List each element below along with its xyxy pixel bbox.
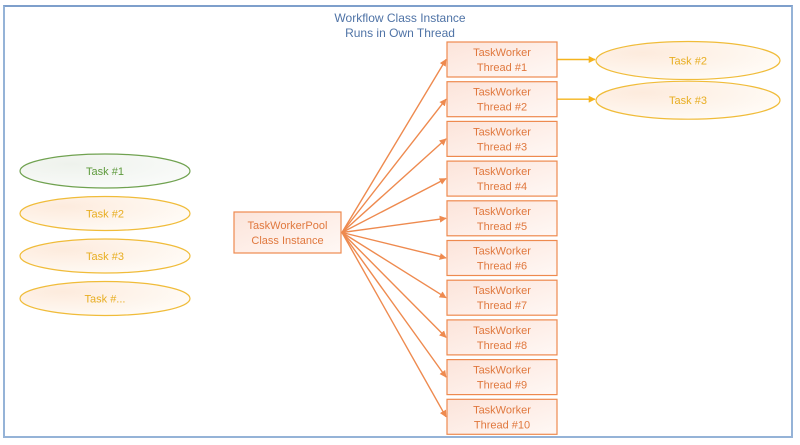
worker-label-line2: Thread #5	[477, 221, 527, 233]
worker-label-line2: Thread #2	[477, 102, 527, 114]
worker-label-line2: Thread #1	[477, 62, 527, 74]
diagram-title-line2: Runs in Own Thread	[345, 26, 455, 40]
worker-label-line1: TaskWorker	[473, 47, 531, 59]
worker-label-line1: TaskWorker	[473, 285, 531, 297]
pool-to-worker-10-arrow	[341, 232, 447, 418]
assigned-task-1[interactable]: Task #2	[595, 40, 781, 81]
worker-label-line2: Thread #7	[477, 300, 527, 312]
queue-task-label: Task #2	[86, 209, 124, 221]
pool-to-worker-5-arrow	[341, 215, 447, 234]
worker-label-line1: TaskWorker	[473, 206, 531, 218]
queue-task-3[interactable]: Task #3	[19, 238, 191, 274]
worker-label-line2: Thread #8	[477, 340, 527, 352]
worker-label-line1: TaskWorker	[473, 87, 531, 99]
pool-to-worker-4-arrow	[341, 177, 447, 234]
worker-box	[446, 160, 558, 197]
queue-task-4[interactable]: Task #...	[19, 280, 191, 317]
worker-box	[446, 200, 558, 237]
pool-label-line2: Class Instance	[251, 235, 323, 247]
pool-to-worker-3-arrow	[341, 138, 447, 234]
assigned-task-ellipse	[595, 40, 781, 81]
worker-label-line1: TaskWorker	[473, 246, 531, 258]
worker-label-line2: Thread #10	[474, 419, 530, 431]
pool-to-worker-8-arrow	[341, 232, 447, 338]
worker-label-line1: TaskWorker	[473, 166, 531, 178]
queue-task-2[interactable]: Task #2	[19, 195, 191, 232]
queue-task-ellipse	[19, 280, 191, 317]
pool-to-worker-9-arrow	[341, 232, 447, 378]
worker-label-line2: Thread #6	[477, 261, 527, 273]
worker-box	[446, 279, 558, 316]
pool-to-worker-1-arrow	[341, 58, 447, 233]
queue-task-label: Task #...	[85, 294, 126, 306]
pool-label-line1: TaskWorkerPool	[248, 220, 328, 232]
assigned-task-label: Task #2	[669, 56, 707, 68]
worker-box	[446, 120, 558, 158]
worker-box	[446, 398, 558, 435]
assigned-task-2[interactable]: Task #3	[595, 80, 781, 120]
worker-box	[446, 41, 558, 78]
queue-task-label: Task #1	[86, 166, 124, 178]
worker-label-line1: TaskWorker	[473, 365, 531, 377]
pool-box	[233, 211, 342, 254]
pool-to-worker-6-arrow	[341, 231, 447, 260]
queue-task-label: Task #3	[86, 251, 124, 263]
worker-label-line1: TaskWorker	[473, 126, 531, 138]
queue-task-ellipse	[19, 153, 191, 189]
assigned-task-label: Task #3	[669, 95, 707, 107]
pool-to-worker-7-arrow	[341, 231, 447, 299]
worker-box	[446, 239, 558, 277]
worker-label-line2: Thread #4	[477, 181, 527, 193]
queue-task-ellipse	[19, 195, 191, 232]
worker-label-line2: Thread #9	[477, 380, 527, 392]
queue-task-ellipse	[19, 238, 191, 274]
worker-box	[446, 81, 558, 118]
worker-box	[446, 359, 558, 396]
worker-box	[446, 319, 558, 356]
pool-to-worker-2-arrow	[341, 98, 447, 233]
worker-label-line1: TaskWorker	[473, 404, 531, 416]
diagram-title-line1: Workflow Class Instance	[334, 11, 466, 25]
queue-task-1[interactable]: Task #1	[19, 153, 191, 189]
worker-label-line2: Thread #3	[477, 141, 527, 153]
worker-label-line1: TaskWorker	[473, 325, 531, 337]
assigned-task-ellipse	[595, 80, 781, 120]
